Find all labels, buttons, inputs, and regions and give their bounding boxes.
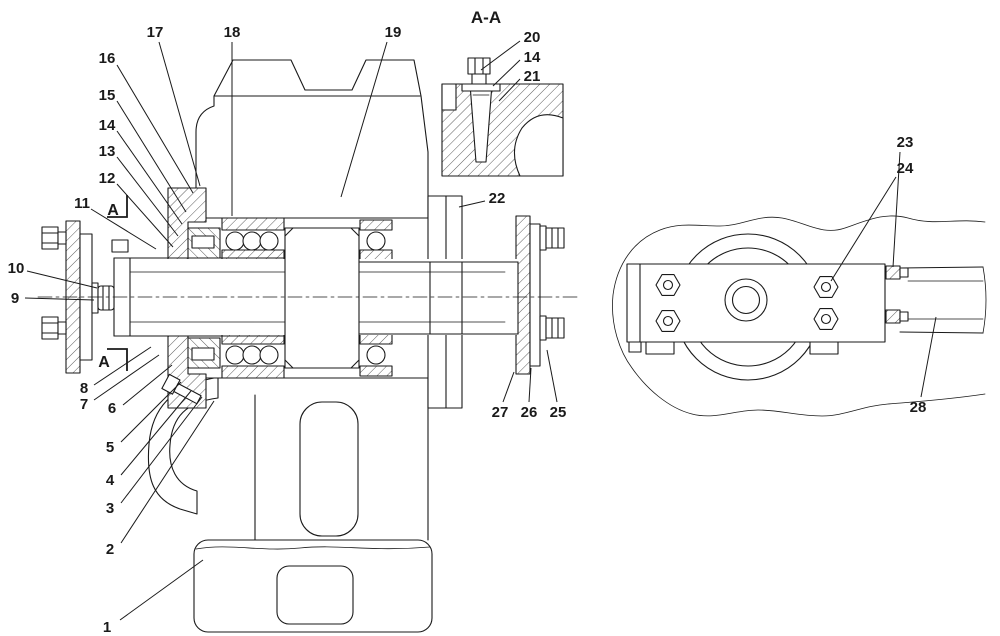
leader-line-14 <box>492 59 521 87</box>
shaft-end-bolt <box>91 282 115 314</box>
leader-line-13 <box>116 156 179 237</box>
bolt-right-top <box>539 225 565 251</box>
callout-4: 4 <box>106 472 115 489</box>
callout-24: 24 <box>897 160 914 177</box>
leader-line-8 <box>93 346 152 386</box>
bearing-lower-left <box>221 333 285 379</box>
leader-line-16 <box>116 64 194 194</box>
housing-lower-casting <box>147 377 433 633</box>
callout-15: 15 <box>99 87 116 104</box>
callout-26: 26 <box>521 404 538 421</box>
clamp-bracket <box>626 263 886 355</box>
bolt-left-top <box>41 226 67 250</box>
cut-line-bottom <box>107 348 128 371</box>
leader-line-1 <box>119 559 204 621</box>
callout-21: 21 <box>524 68 541 85</box>
hex-bolt <box>655 274 681 296</box>
shaft-keys <box>885 265 909 324</box>
leader-line-21 <box>498 78 521 102</box>
flange-small-bolt <box>111 239 129 253</box>
callout-11: 11 <box>74 195 90 212</box>
callout-14: 14 <box>99 117 116 134</box>
shaft-hub <box>284 227 360 369</box>
leader-line-10 <box>26 270 98 289</box>
leader-line-9 <box>24 297 95 301</box>
callout-20: 20 <box>524 29 541 46</box>
callout-2: 2 <box>106 541 114 558</box>
callout-6: 6 <box>108 400 116 417</box>
bolt-left-bottom <box>41 316 67 340</box>
callout-14: 14 <box>524 49 541 66</box>
callout-12: 12 <box>99 170 116 187</box>
bearing-lower-right <box>359 333 393 377</box>
hex-bolt <box>813 276 839 298</box>
callout-27: 27 <box>492 404 509 421</box>
callout-8: 8 <box>80 380 88 397</box>
leader-line-26 <box>528 367 532 403</box>
leader-line-5 <box>120 381 182 443</box>
bearing-upper-right <box>359 219 393 261</box>
aa-bore <box>513 114 564 177</box>
callout-19: 19 <box>385 24 402 41</box>
hex-bolt <box>813 308 839 330</box>
leader-line-17 <box>158 41 201 187</box>
callout-9: 9 <box>11 290 19 307</box>
callout-25: 25 <box>550 404 567 421</box>
leader-line-27 <box>502 371 515 403</box>
cut-marker-top: A <box>107 202 119 219</box>
leader-line-14 <box>116 130 183 225</box>
leader-line-15 <box>116 100 187 213</box>
callout-1: 1 <box>103 619 111 636</box>
callout-16: 16 <box>99 50 116 67</box>
aa-bolt <box>461 57 501 92</box>
leader-line-7 <box>93 354 160 401</box>
leader-line-19 <box>340 41 388 198</box>
cut-marker-bottom: A <box>98 354 110 371</box>
callout-22: 22 <box>489 190 506 207</box>
callout-5: 5 <box>106 439 114 456</box>
main-section-view <box>37 59 579 633</box>
leader-line-6 <box>122 364 173 406</box>
callout-18: 18 <box>224 24 241 41</box>
leader-line-24 <box>830 176 897 282</box>
right-flange <box>515 215 565 375</box>
callout-13: 13 <box>99 143 116 160</box>
leader-line-2 <box>120 400 215 544</box>
leader-line-28 <box>920 316 937 398</box>
hex-bolt <box>655 310 681 332</box>
aa-washer <box>461 83 501 92</box>
seal-stack-upper <box>185 227 221 259</box>
section-a-a-view <box>441 57 564 177</box>
cut-line-top <box>107 195 128 218</box>
bolt-right-bottom <box>539 315 565 341</box>
leader-line-25 <box>546 349 558 403</box>
callout-23: 23 <box>897 134 914 151</box>
callout-7: 7 <box>80 396 88 413</box>
casting-break-line <box>195 546 431 550</box>
leader-line-12 <box>116 183 174 248</box>
callout-3: 3 <box>106 500 114 517</box>
leader-line-22 <box>458 200 486 208</box>
leader-line-3 <box>120 396 203 504</box>
leader-line-4 <box>120 390 192 476</box>
bearing-upper-left <box>221 217 285 261</box>
leader-line-20 <box>480 40 521 71</box>
side-view <box>612 215 987 417</box>
leader-line-23 <box>892 151 901 268</box>
leader-line-11 <box>90 208 157 250</box>
section-a-a-label: A-A <box>471 8 501 27</box>
seal-stack-lower <box>185 337 221 369</box>
output-shaft <box>899 266 987 334</box>
callout-17: 17 <box>147 24 164 41</box>
callout-28: 28 <box>910 399 927 416</box>
callout-10: 10 <box>8 260 25 277</box>
housing-outline <box>612 215 986 417</box>
